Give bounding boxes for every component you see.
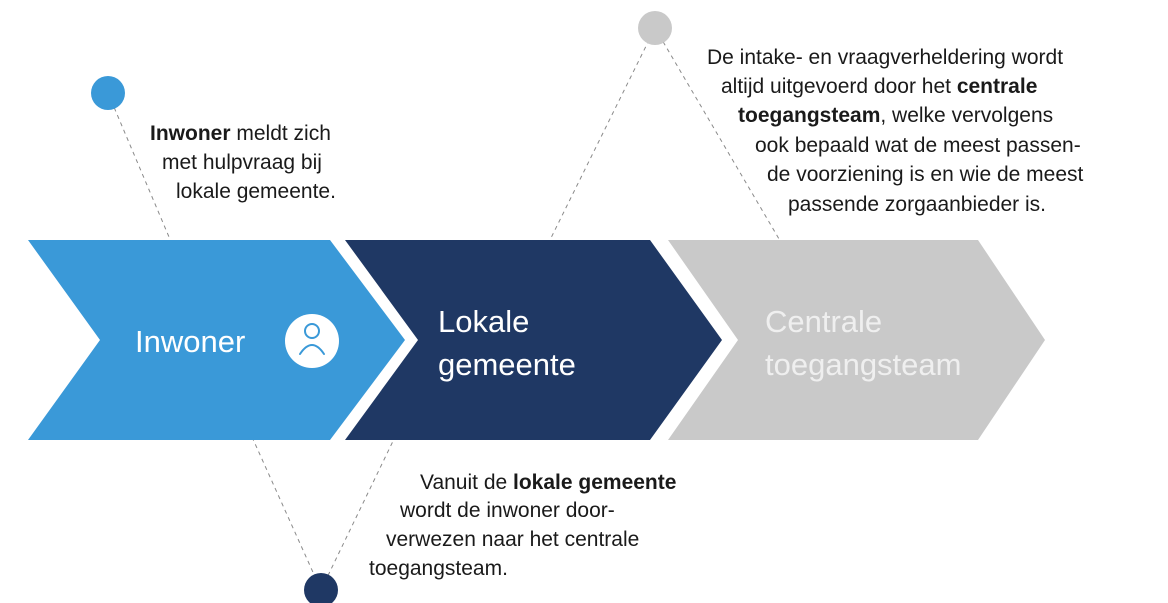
note-line: toegangsteam. — [369, 557, 508, 580]
note-text: Vanuit de — [420, 471, 513, 494]
note-bold: Inwoner — [150, 122, 231, 145]
user-icon — [285, 314, 339, 368]
stage-label-line: toegangsteam — [765, 347, 961, 382]
note-text: meldt zich — [231, 122, 331, 145]
note-text: altijd uitgevoerd door het — [721, 75, 957, 98]
stage-chevron-lokale-gemeente — [345, 240, 722, 440]
note-line: lokale gemeente. — [176, 180, 336, 203]
connector-inwoner-lower — [251, 436, 322, 591]
note-centrale-toegangsteam: De intake- en vraagverheldering wordt al… — [707, 46, 1089, 216]
stage-chevron-centrale-toegangsteam — [668, 240, 1045, 440]
note-bold: centrale — [957, 75, 1038, 98]
note-line: altijd uitgevoerd door het centrale — [721, 75, 1037, 98]
stage-chevron-inwoner — [28, 240, 405, 440]
note-bold: lokale gemeente — [513, 471, 676, 494]
note-line: met hulpvraag bij — [162, 151, 322, 174]
note-line: de voorziening is en wie de meest — [767, 163, 1084, 186]
stage-label-line: Centrale — [765, 304, 882, 339]
stage-label-line: Lokale — [438, 304, 529, 339]
note-line: De intake- en vraagverheldering wordt — [707, 46, 1063, 69]
connector-inwoner — [107, 92, 173, 245]
note-lokale-gemeente: Vanuit de lokale gemeente wordt de inwon… — [369, 471, 682, 580]
note-line: ook bepaald wat de meest passen- — [755, 134, 1081, 157]
stage-chevrons — [28, 240, 1045, 440]
stage-label-lokale-gemeente: Lokale gemeente — [438, 304, 576, 382]
note-bold: toegangsteam — [738, 104, 880, 127]
connector-centraal-right — [654, 27, 783, 245]
note-line: toegangsteam, welke vervolgens — [738, 104, 1053, 127]
note-line: verwezen naar het centrale — [386, 528, 639, 551]
connector-centraal-left — [547, 27, 656, 245]
note-line: passende zorgaanbieder is. — [788, 193, 1046, 216]
marker-dot-lokale-gemeente — [304, 573, 338, 603]
note-line: wordt de inwoner door- — [399, 499, 615, 522]
marker-dot-centrale-toegangsteam — [638, 11, 672, 45]
stage-label-inwoner: Inwoner — [135, 324, 245, 359]
stage-label-line: gemeente — [438, 347, 576, 382]
note-line: Vanuit de lokale gemeente — [420, 471, 676, 494]
note-text: , welke vervolgens — [880, 104, 1053, 127]
note-inwoner: Inwoner meldt zich met hulpvraag bij lok… — [150, 122, 337, 203]
note-line: Inwoner meldt zich — [150, 122, 331, 145]
connectors — [107, 27, 783, 591]
marker-dot-inwoner — [91, 76, 125, 110]
stage-label-centrale-toegangsteam: Centrale toegangsteam — [765, 304, 961, 382]
